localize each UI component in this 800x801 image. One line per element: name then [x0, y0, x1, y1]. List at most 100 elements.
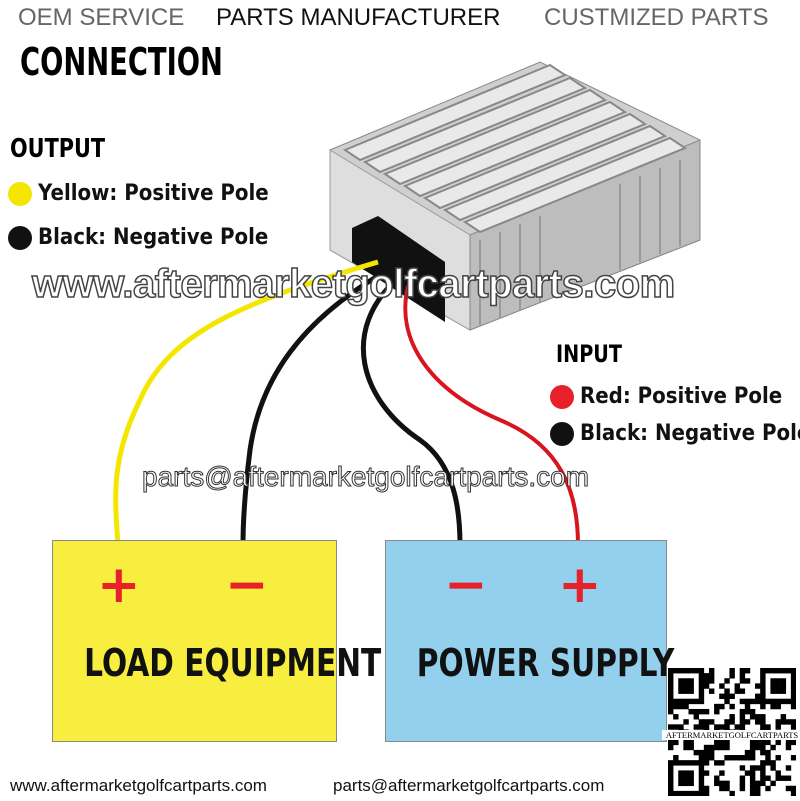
qr-module — [775, 668, 781, 674]
qr-module — [703, 708, 710, 715]
qr-module — [703, 760, 710, 766]
qr-module — [765, 668, 771, 674]
qr-module — [785, 775, 792, 781]
qr-module — [719, 744, 725, 751]
qr-module — [673, 724, 679, 730]
qr-module — [714, 739, 720, 746]
qr-module — [780, 688, 787, 694]
qr-module — [729, 755, 735, 761]
qr-module — [693, 790, 700, 797]
qr-module — [683, 683, 689, 689]
qr-module — [668, 683, 674, 689]
qr-module — [760, 765, 766, 771]
qr-module — [708, 678, 715, 684]
qr-module — [775, 724, 781, 730]
qr-module — [760, 780, 766, 787]
qr-module — [678, 760, 684, 766]
qr-module — [749, 708, 756, 715]
qr-module — [724, 693, 730, 700]
qr-module — [683, 760, 689, 766]
qr-module — [775, 703, 781, 710]
qr-module — [749, 785, 756, 792]
qr-module — [668, 765, 674, 771]
header-oem-service: OEM SERVICE — [18, 4, 185, 31]
qr-module — [739, 668, 746, 674]
qr-module — [729, 703, 735, 710]
qr-module — [770, 668, 776, 674]
qr-module — [785, 765, 792, 771]
qr-module — [714, 775, 720, 781]
qr-module — [785, 698, 792, 705]
qr-module — [688, 780, 694, 787]
qr-module — [698, 688, 705, 694]
qr-module — [760, 749, 766, 756]
qr-module — [729, 790, 735, 797]
qr-module — [760, 760, 766, 766]
qr-module — [719, 780, 725, 787]
qr-module — [749, 755, 756, 761]
qr-module — [703, 683, 710, 689]
qr-module — [688, 760, 694, 766]
qr-module — [668, 688, 674, 694]
qr-module — [775, 678, 781, 684]
qr-module — [790, 719, 797, 725]
qr-module — [703, 749, 710, 756]
qr-module — [698, 765, 705, 771]
input-legend-red: Red: Positive Pole — [550, 384, 800, 409]
qr-module — [714, 760, 720, 766]
qr-module — [673, 703, 679, 710]
qr-module — [744, 703, 751, 710]
qr-module — [765, 739, 771, 746]
qr-module — [755, 714, 761, 720]
qr-module — [683, 744, 689, 751]
qr-module — [739, 714, 746, 720]
qr-module — [755, 780, 761, 787]
converter-device — [329, 61, 701, 331]
qr-module — [673, 739, 679, 746]
qr-module — [673, 668, 679, 674]
qr-module — [790, 668, 797, 674]
qr-module — [790, 688, 797, 694]
qr-module — [739, 785, 746, 792]
qr-module — [749, 765, 756, 771]
qr-module — [678, 770, 684, 776]
qr-module — [698, 724, 705, 730]
qr-module — [708, 673, 715, 679]
qr-module — [790, 785, 797, 792]
qr-module — [729, 673, 735, 679]
qr-module — [678, 698, 684, 705]
qr-module — [760, 739, 766, 746]
qr-module — [683, 780, 689, 787]
qr-module — [683, 688, 689, 694]
qr-code: AFTERMARKETGOLFCARTPARTS — [662, 668, 800, 797]
qr-module — [739, 755, 746, 761]
header-customized-parts: CUSTMIZED PARTS — [544, 4, 769, 31]
qr-module — [688, 678, 694, 684]
qr-module — [760, 693, 766, 700]
qr-module — [734, 683, 740, 689]
qr-module — [719, 770, 725, 776]
qr-module — [790, 724, 797, 730]
qr-module — [760, 668, 766, 674]
qr-module — [744, 749, 751, 756]
qr-module — [729, 719, 735, 725]
qr-caption: AFTERMARKETGOLFCARTPARTS — [662, 730, 800, 740]
qr-module — [724, 739, 730, 746]
output-legend-yellow: Yellow: Positive Pole — [8, 181, 294, 206]
load-minus-sign: − — [225, 555, 269, 615]
qr-module — [760, 683, 766, 689]
qr-module — [739, 724, 746, 730]
qr-module — [668, 703, 674, 710]
qr-module — [673, 755, 679, 761]
qr-module — [683, 770, 689, 776]
qr-module — [719, 760, 725, 766]
qr-module — [688, 708, 694, 715]
qr-module — [719, 724, 725, 730]
qr-module — [790, 683, 797, 689]
red-dot-icon — [550, 384, 574, 409]
qr-module — [683, 790, 689, 797]
qr-module — [693, 749, 700, 756]
power-supply-label: POWER SUPPLY — [416, 641, 675, 685]
qr-module — [744, 770, 751, 776]
qr-module — [765, 760, 771, 766]
